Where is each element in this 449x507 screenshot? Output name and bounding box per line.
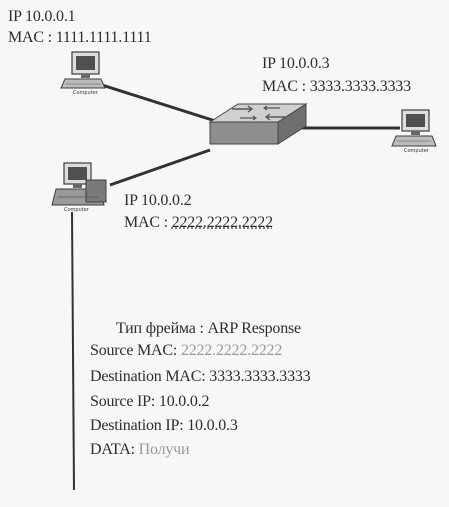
- frame-destination-mac: Destination MAC: 3333.3333.3333: [90, 368, 311, 385]
- host-b-mac: MAC : 2222.2222.2222: [124, 214, 273, 232]
- computer-icon-host-a: [60, 51, 106, 89]
- frame-source-mac-value: 2222.2222.2222: [180, 342, 283, 359]
- frame-source-mac: Source MAC: 2222.2222.2222: [90, 342, 282, 360]
- switch-icon: [208, 103, 308, 145]
- link-host-a-switch: [101, 83, 229, 127]
- frame-type: Тип фрейма : ARP Response: [116, 320, 301, 337]
- host-c-ip: IP 10.0.0.3: [262, 55, 330, 72]
- frame-data: DATA: Получи: [90, 441, 190, 459]
- host-b-mac-value: 2222.2222.2222: [171, 214, 273, 231]
- computer-icon-host-c: [391, 109, 437, 147]
- host-b-ip: IP 10.0.0.2: [124, 192, 192, 209]
- host-b-caption: Computer: [64, 207, 89, 213]
- frame-source-mac-label: Source MAC:: [90, 342, 181, 359]
- host-b-mac-prefix: MAC :: [124, 214, 172, 231]
- frame-destination-ip: Destination IP: 10.0.0.3: [90, 417, 238, 434]
- host-c-mac: MAC : 3333.3333.3333: [262, 78, 411, 95]
- frame-data-label: DATA:: [90, 441, 139, 458]
- frame-source-ip: Source IP: 10.0.0.2: [90, 393, 210, 410]
- link-host-b-switch: [109, 148, 211, 187]
- host-c-caption: Computer: [404, 148, 429, 154]
- computer-icon-host-b: [51, 162, 107, 206]
- host-a-caption: Computer: [73, 90, 98, 96]
- host-a-ip: IP 10.0.0.1: [8, 8, 76, 25]
- frame-data-value: Получи: [138, 441, 190, 458]
- host-a-mac: MAC : 1111.1111.1111: [8, 29, 152, 46]
- frame-path-line: [71, 211, 75, 491]
